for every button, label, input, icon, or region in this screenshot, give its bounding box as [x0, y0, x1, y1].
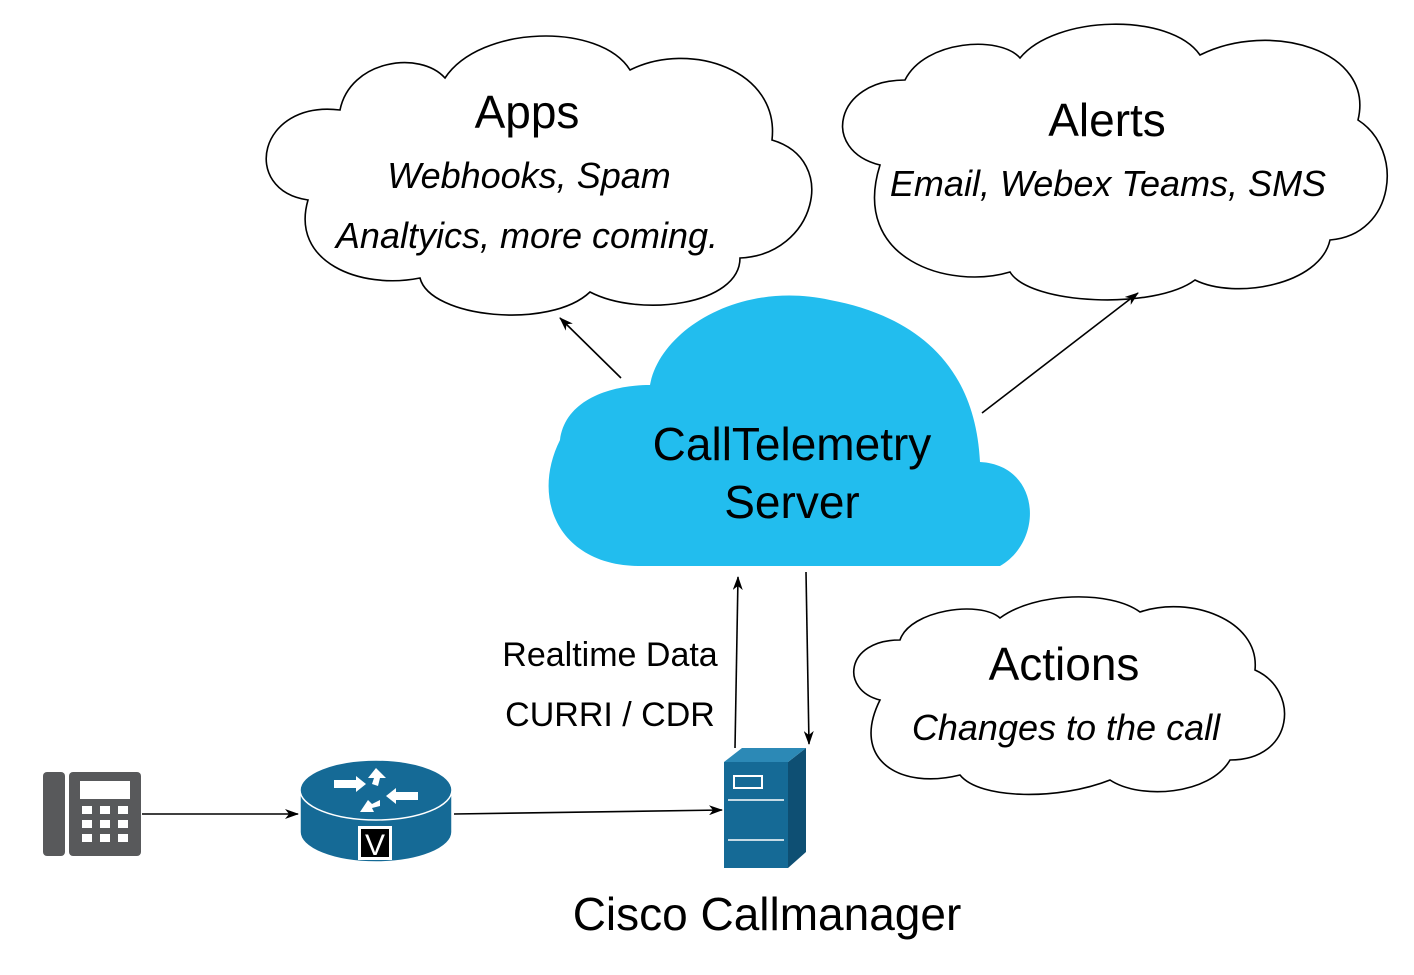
arrow-router-to-callmanager [453, 805, 723, 816]
apps-line-1: Webhooks, Spam [387, 155, 670, 196]
arrow-server-to-callmanager [803, 571, 814, 745]
voice-router-icon: V [299, 759, 453, 863]
link-label-line-2: CURRI / CDR [505, 696, 715, 734]
server-cloud-shape [548, 295, 1030, 566]
actions-title: Actions [989, 638, 1140, 690]
callmanager-server-icon [724, 748, 806, 868]
callmanager-caption: Cisco Callmanager [573, 888, 962, 940]
arrow-server-to-alerts [981, 292, 1139, 414]
apps-line-2: Analtyics, more coming. [334, 215, 718, 256]
apps-title: Apps [475, 86, 580, 138]
alerts-title: Alerts [1048, 94, 1166, 146]
phone-handset [43, 772, 65, 856]
actions-line-1: Changes to the call [912, 707, 1221, 748]
server-line-2: Server [724, 476, 859, 528]
actions-cloud: Actions Changes to the call [853, 596, 1286, 796]
server-line-1: CallTelemetry [653, 418, 932, 470]
alerts-cloud: Alerts Email, Webex Teams, SMS [841, 23, 1388, 301]
arrow-server-to-apps [559, 317, 622, 379]
calltelemetry-server-cloud: CallTelemetry Server [548, 295, 1030, 566]
alerts-line-1: Email, Webex Teams, SMS [890, 163, 1326, 204]
router-badge: V [365, 829, 385, 862]
desk-phone-icon [43, 772, 141, 856]
arrow-callmanager-to-server [732, 576, 743, 749]
router-top [299, 759, 453, 821]
apps-cloud: Apps Webhooks, Spam Analtyics, more comi… [265, 35, 813, 316]
link-label-line-1: Realtime Data [502, 636, 718, 674]
